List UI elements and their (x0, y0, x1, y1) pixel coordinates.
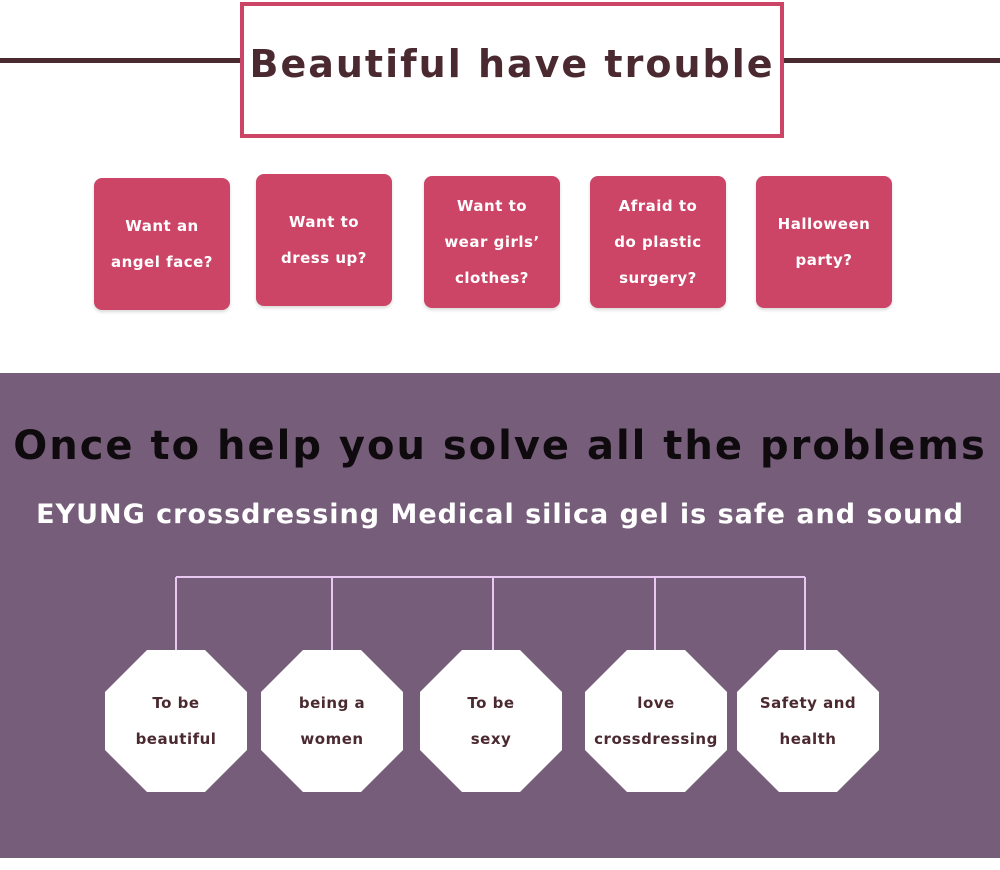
trouble-card: Halloween party? (756, 176, 892, 308)
right-divider (782, 58, 1000, 63)
benefit-label: being a women (298, 694, 366, 748)
benefit-octagon: being a women (261, 650, 403, 792)
benefit-octagon: love crossdressing (585, 650, 727, 792)
benefit-octagon: Safety and health (737, 650, 879, 792)
trouble-card-text: Afraid to do plastic surgery? (614, 197, 702, 287)
trouble-card-text: Want to dress up? (280, 213, 367, 267)
solution-headline: Once to help you solve all the problems (13, 423, 987, 469)
trouble-card: Want to dress up? (256, 174, 392, 306)
benefit-label: love crossdressing (594, 694, 718, 748)
trouble-section: Beautiful have trouble Want an angel fac… (0, 0, 1000, 373)
trouble-card-text: Want to wear girls’ clothes? (444, 197, 540, 287)
trouble-card: Afraid to do plastic surgery? (590, 176, 726, 308)
connector-tree (175, 576, 806, 651)
trouble-card: Want an angel face? (94, 178, 230, 310)
benefit-octagon: To be sexy (420, 650, 562, 792)
benefit-label: Safety and health (759, 694, 857, 748)
title-frame: Beautiful have trouble (240, 2, 784, 138)
benefit-label: To be beautiful (135, 694, 217, 748)
benefit-label: To be sexy (467, 694, 515, 748)
section-title: Beautiful have trouble (249, 42, 775, 86)
solution-subline: EYUNG crossdressing Medical silica gel i… (36, 499, 964, 530)
trouble-card-text: Halloween party? (777, 215, 871, 269)
benefit-octagon: To be beautiful (105, 650, 247, 792)
footer-strip (0, 858, 1000, 870)
trouble-card: Want to wear girls’ clothes? (424, 176, 560, 308)
trouble-card-text: Want an angel face? (111, 217, 213, 271)
left-divider (0, 58, 240, 63)
solution-section: Once to help you solve all the problems … (0, 373, 1000, 858)
